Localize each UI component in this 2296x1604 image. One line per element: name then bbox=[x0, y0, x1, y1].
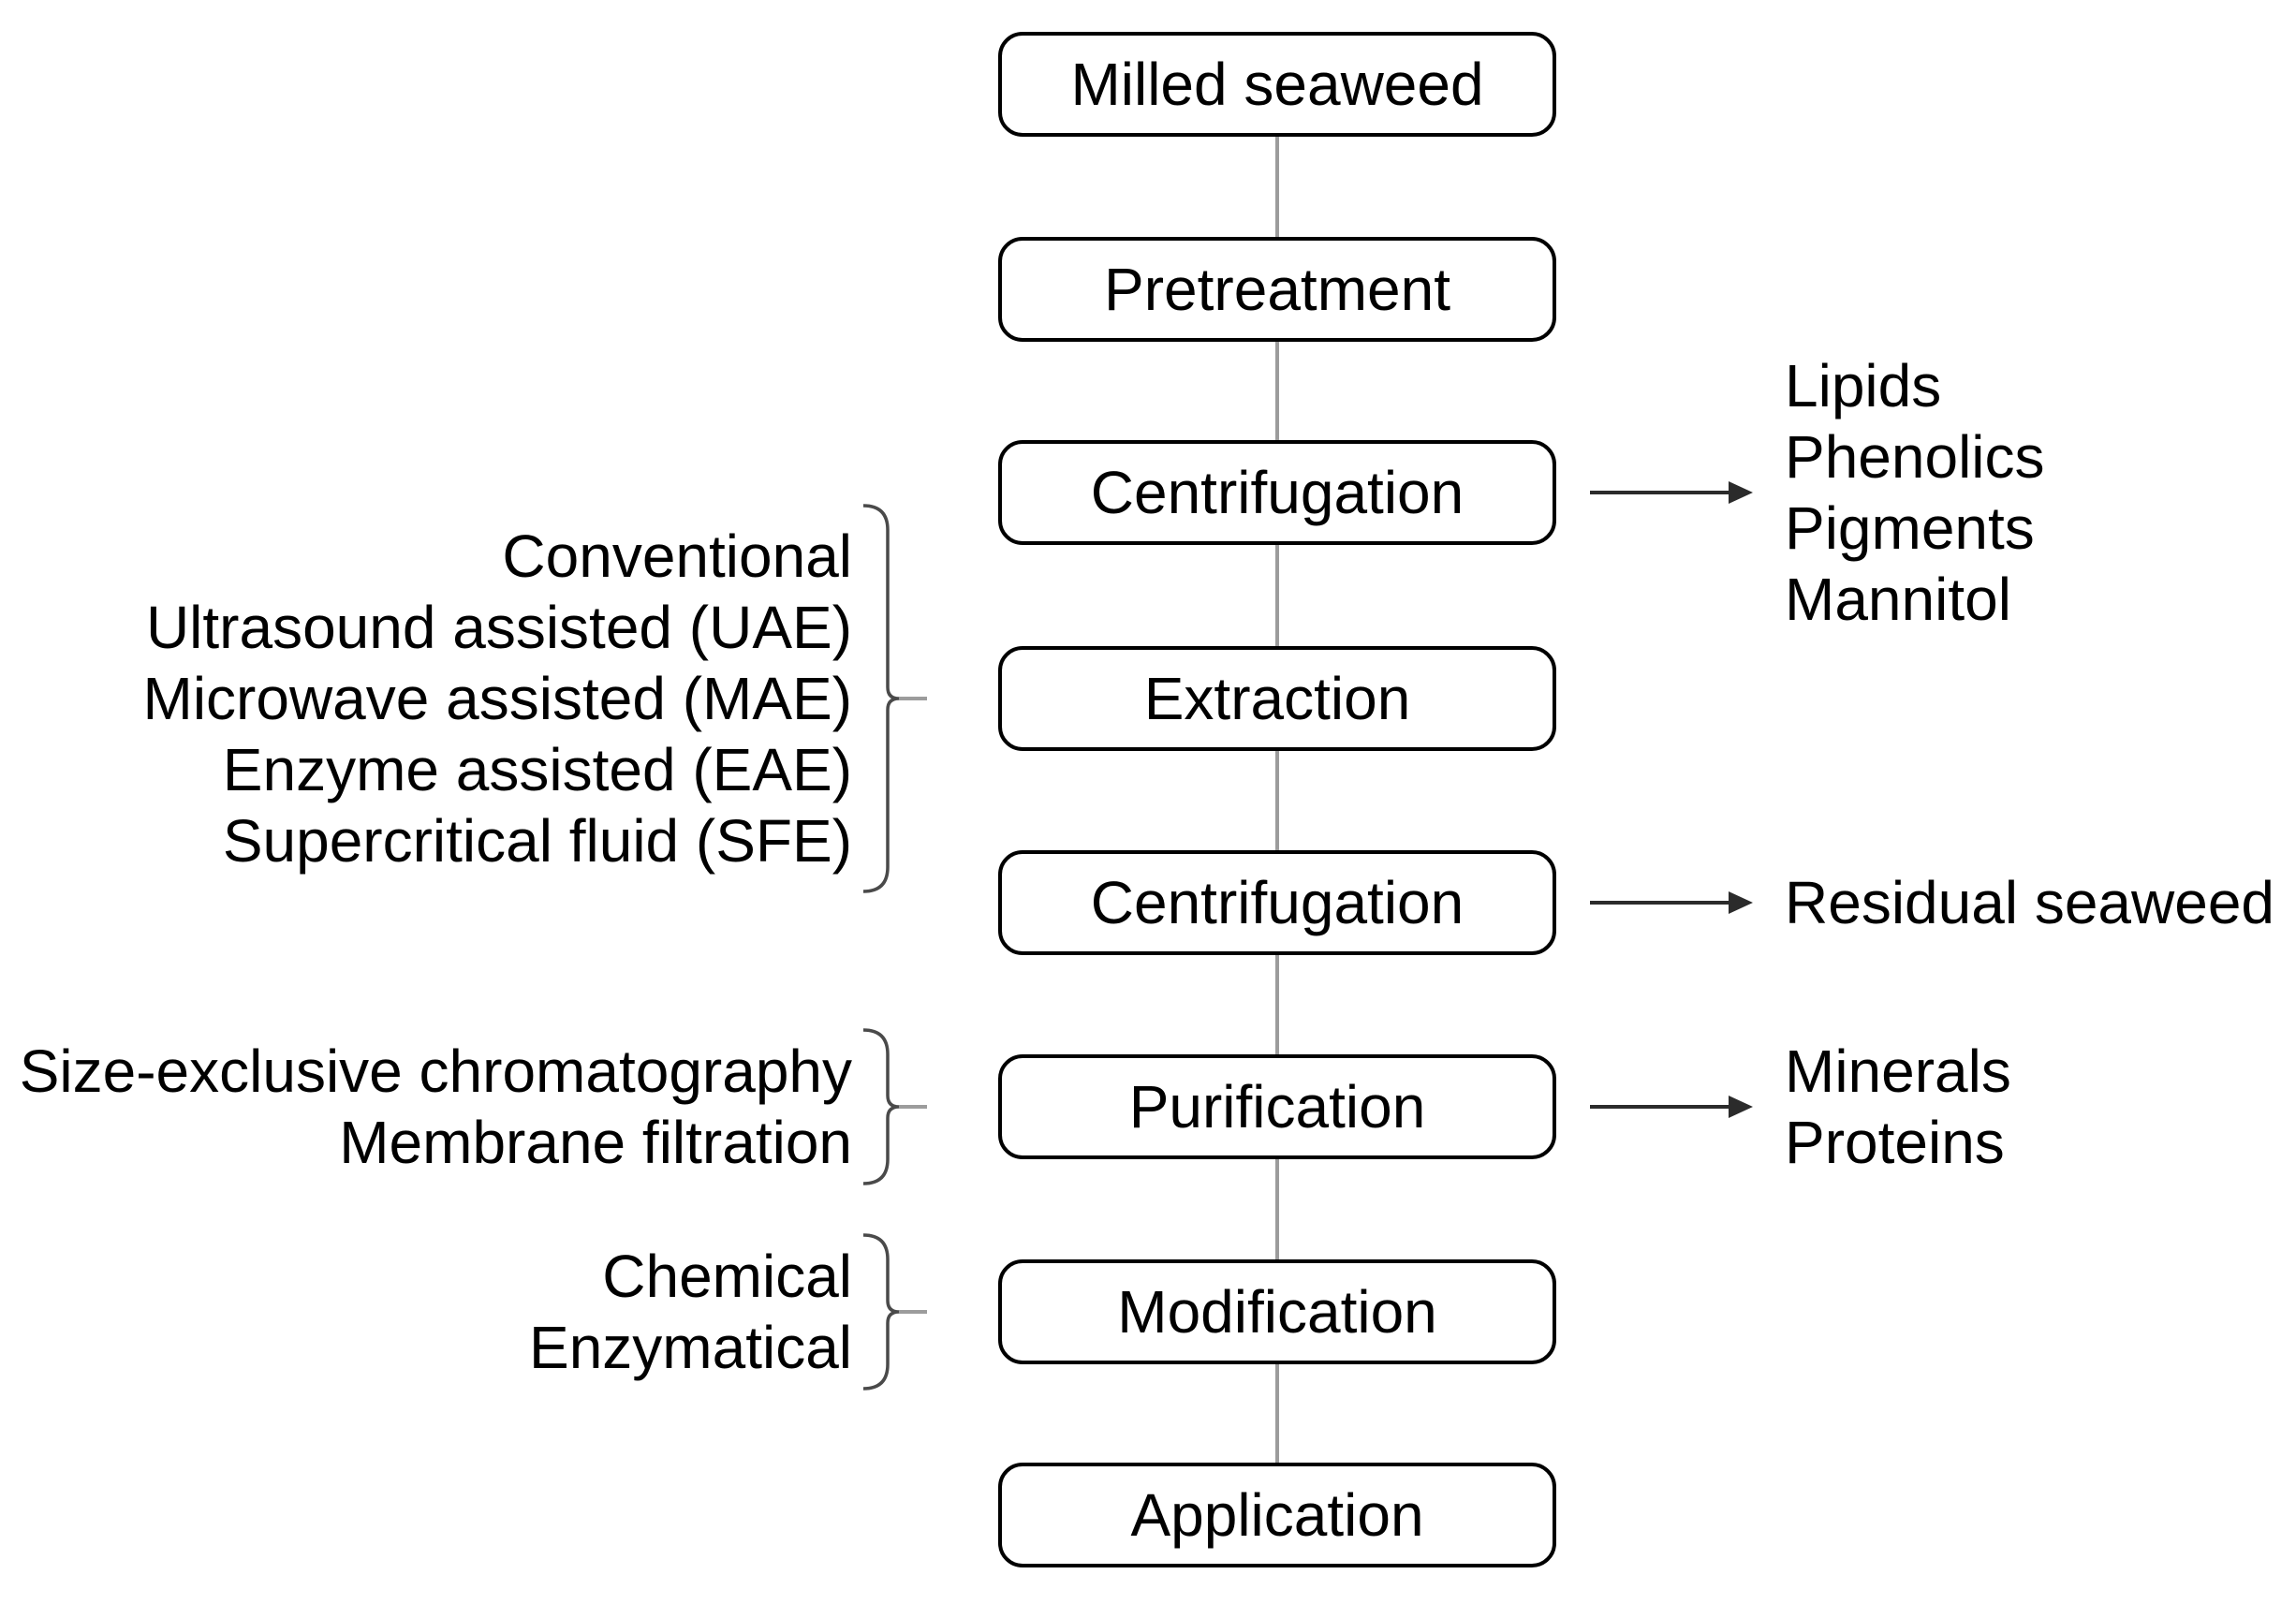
brace-icon bbox=[862, 1028, 900, 1185]
output-item: Lipids bbox=[1785, 352, 1942, 419]
purification-outputs-list: Minerals Proteins bbox=[1785, 1036, 2011, 1178]
output-item: Residual seaweed bbox=[1785, 869, 2274, 936]
step-label: Modification bbox=[1117, 1278, 1437, 1346]
method-item: Enzymatical bbox=[529, 1314, 852, 1381]
bracket-modification-methods bbox=[862, 1233, 927, 1391]
method-item: Conventional bbox=[502, 522, 852, 590]
brace-icon bbox=[862, 504, 900, 893]
method-item: Ultrasound assisted (UAE) bbox=[145, 594, 852, 661]
output-arrow-centrifugation-2 bbox=[1590, 891, 1753, 914]
output-arrow-centrifugation-1 bbox=[1590, 481, 1753, 504]
step-box-pretreatment: Pretreatment bbox=[998, 237, 1556, 342]
output-item: Pigments bbox=[1785, 494, 2035, 562]
method-item: Microwave assisted (MAE) bbox=[142, 665, 853, 732]
method-item: Membrane filtration bbox=[339, 1109, 852, 1176]
arrow-head-icon bbox=[1729, 1096, 1753, 1118]
step-label: Application bbox=[1130, 1481, 1424, 1549]
method-item: Supercritical fluid (SFE) bbox=[222, 807, 852, 875]
centrifugation-2-outputs-list: Residual seaweed bbox=[1785, 867, 2274, 938]
step-box-centrifugation-2: Centrifugation bbox=[998, 850, 1556, 955]
bracket-extraction-methods bbox=[862, 504, 927, 893]
output-item: Mannitol bbox=[1785, 566, 2011, 633]
output-item: Phenolics bbox=[1785, 423, 2045, 491]
step-box-modification: Modification bbox=[998, 1259, 1556, 1364]
step-label: Extraction bbox=[1143, 665, 1411, 732]
step-label: Pretreatment bbox=[1104, 256, 1450, 323]
purification-methods-list: Size-exclusive chromatography Membrane f… bbox=[20, 1036, 852, 1178]
arrow-head-icon bbox=[1729, 891, 1753, 914]
step-box-purification: Purification bbox=[998, 1054, 1556, 1159]
brace-icon bbox=[862, 1233, 900, 1391]
arrow-head-icon bbox=[1729, 481, 1753, 504]
step-label: Centrifugation bbox=[1090, 869, 1464, 936]
step-label: Purification bbox=[1128, 1073, 1426, 1140]
step-box-application: Application bbox=[998, 1463, 1556, 1567]
step-box-milled-seaweed: Milled seaweed bbox=[998, 32, 1556, 137]
method-item: Enzyme assisted (EAE) bbox=[222, 736, 852, 803]
step-box-centrifugation-1: Centrifugation bbox=[998, 440, 1556, 545]
output-arrow-purification bbox=[1590, 1096, 1753, 1118]
step-label: Milled seaweed bbox=[1070, 51, 1484, 118]
extraction-methods-list: Conventional Ultrasound assisted (UAE) M… bbox=[143, 521, 853, 876]
method-item: Size-exclusive chromatography bbox=[19, 1037, 852, 1105]
output-item: Minerals bbox=[1785, 1037, 2011, 1105]
bracket-purification-methods bbox=[862, 1028, 927, 1185]
step-box-extraction: Extraction bbox=[998, 646, 1556, 751]
output-item: Proteins bbox=[1785, 1109, 2005, 1176]
modification-methods-list: Chemical Enzymatical bbox=[529, 1241, 852, 1383]
centrifugation-1-outputs-list: Lipids Phenolics Pigments Mannitol bbox=[1785, 350, 2045, 635]
method-item: Chemical bbox=[602, 1243, 852, 1310]
step-label: Centrifugation bbox=[1090, 459, 1464, 526]
